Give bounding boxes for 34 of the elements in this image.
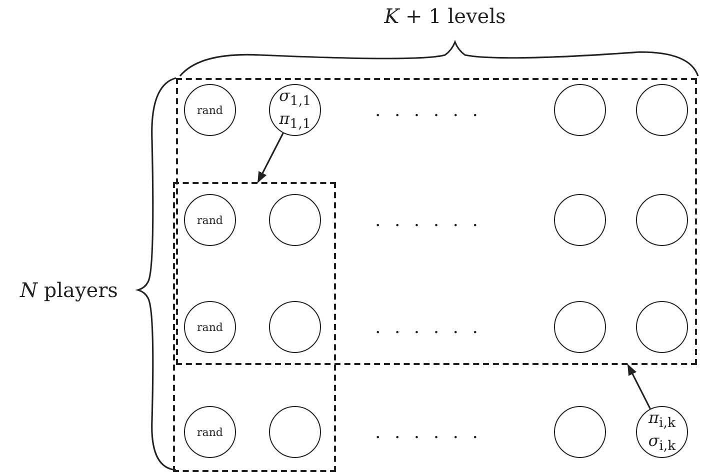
node-label: σ$_{1,1}$ — [278, 86, 312, 110]
circle-node — [636, 194, 688, 246]
circle-node — [554, 406, 606, 458]
circle-node — [184, 301, 236, 353]
circle-node — [554, 301, 606, 353]
dashed-group-box — [173, 182, 336, 472]
ellipsis: . . . . . . — [375, 100, 482, 121]
circle-node — [269, 406, 321, 458]
circle-node — [636, 84, 688, 136]
circle-node — [636, 406, 688, 458]
node-label: rand — [197, 102, 223, 118]
node-label: rand — [197, 424, 223, 440]
arrow — [257, 132, 284, 183]
ellipsis: . . . . . . — [375, 210, 482, 231]
node-label: σ$_{i,k}$ — [648, 432, 676, 456]
circle-node — [554, 84, 606, 136]
dashed-group-box — [176, 78, 697, 365]
ellipsis: . . . . . . — [375, 422, 482, 443]
brace-label: N players — [20, 278, 118, 302]
arrow — [627, 364, 651, 410]
circle-node — [269, 84, 321, 136]
circle-node — [184, 194, 236, 246]
circle-node — [184, 406, 236, 458]
node-label: rand — [197, 212, 223, 228]
node-label: π$_{1,1}$ — [279, 110, 311, 134]
node-label: rand — [197, 320, 223, 336]
circle-node — [636, 301, 688, 353]
ellipsis: . . . . . . — [375, 317, 482, 338]
circle-node — [269, 194, 321, 246]
brace-label: K + 1 levels — [384, 4, 506, 28]
node-label: π$_{i,k}$ — [648, 408, 676, 432]
circle-node — [554, 194, 606, 246]
circle-node — [269, 301, 321, 353]
circle-node — [184, 84, 236, 136]
